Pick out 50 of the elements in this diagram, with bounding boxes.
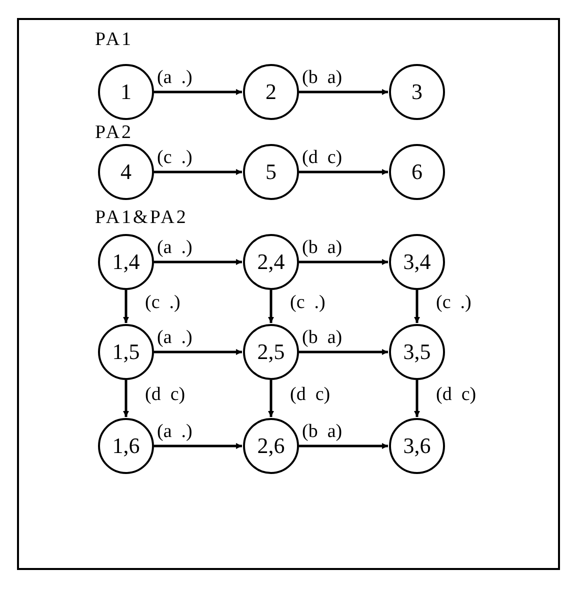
edge-label: (c .) — [144, 292, 182, 312]
state-label: 6 — [412, 161, 422, 183]
section-heading: PA1 — [95, 30, 134, 49]
edge-label: (c .) — [156, 148, 194, 167]
arrow — [268, 290, 274, 323]
state-label: 4 — [120, 161, 132, 183]
arrow — [154, 89, 242, 95]
state-label: 1 — [120, 81, 132, 103]
edge-label: (c .) — [435, 292, 472, 312]
section-heading: PA1&PA2 — [95, 208, 188, 227]
arrow — [299, 443, 388, 449]
state-label: 2,5 — [257, 341, 285, 363]
edge-label: (a .) — [156, 68, 194, 87]
arrow — [414, 290, 420, 323]
arrow — [414, 380, 420, 417]
arrow — [268, 380, 274, 417]
edge-label: (b a) — [301, 328, 344, 347]
arrow — [154, 443, 242, 449]
state-label: 2,4 — [257, 251, 285, 273]
section-heading: PA2 — [95, 123, 134, 142]
edge-label: (b a) — [301, 68, 344, 87]
arrow — [299, 349, 388, 355]
edge-label: (b a) — [301, 238, 344, 257]
state-label: 1,6 — [112, 435, 140, 457]
arrow — [154, 349, 242, 355]
arrow — [299, 89, 388, 95]
state-label: 3,5 — [403, 341, 431, 363]
state-label: 3,6 — [403, 435, 431, 457]
state-label: 3,4 — [403, 251, 431, 273]
edge-label: (a .) — [156, 238, 194, 257]
state-label: 1,5 — [112, 341, 140, 363]
edge-label: (d c) — [301, 148, 344, 167]
edge-label: (d c) — [435, 384, 478, 404]
state-label: 3 — [412, 81, 422, 103]
edge-label: (d c) — [289, 384, 332, 404]
edge-label: (a .) — [156, 328, 194, 347]
state-label: 2,6 — [257, 435, 285, 457]
arrow — [154, 259, 242, 265]
arrow — [299, 259, 388, 265]
arrow — [154, 169, 242, 175]
edge-label: (a .) — [156, 422, 194, 441]
arrow — [123, 290, 129, 323]
arrow — [299, 169, 388, 175]
state-label: 1,4 — [112, 251, 140, 273]
edge-label: (b a) — [301, 422, 344, 441]
edge-label: (c .) — [289, 292, 326, 312]
arrow — [123, 380, 129, 417]
state-label: 2 — [266, 81, 276, 103]
edge-label: (d c) — [144, 384, 186, 404]
state-label: 5 — [266, 161, 276, 183]
